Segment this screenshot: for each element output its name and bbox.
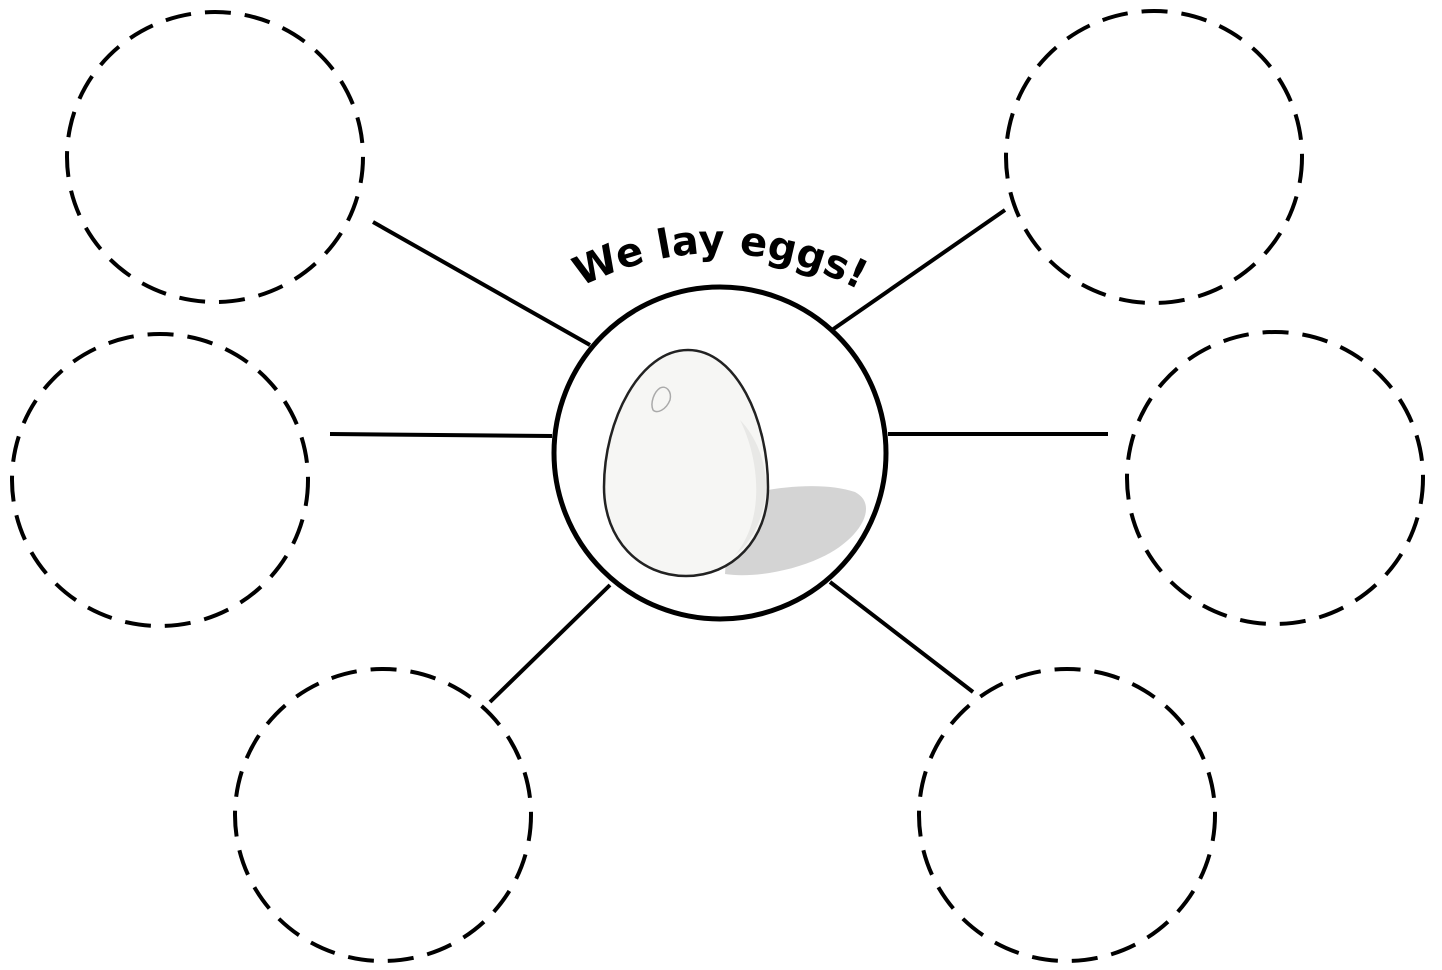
bubble-bottom-right[interactable] bbox=[919, 669, 1215, 961]
bubble-bottom-left[interactable] bbox=[235, 669, 531, 961]
bubble-top-left[interactable] bbox=[67, 12, 363, 302]
connector-bottom-left bbox=[490, 585, 610, 702]
bubble-middle-right[interactable] bbox=[1127, 332, 1423, 624]
connector-top-left bbox=[373, 222, 590, 345]
bubble-top-right[interactable] bbox=[1006, 11, 1302, 303]
bubble-middle-left[interactable] bbox=[12, 334, 308, 626]
connector-middle-left bbox=[330, 434, 552, 436]
connector-bottom-right bbox=[830, 582, 973, 692]
center-node bbox=[554, 287, 886, 619]
